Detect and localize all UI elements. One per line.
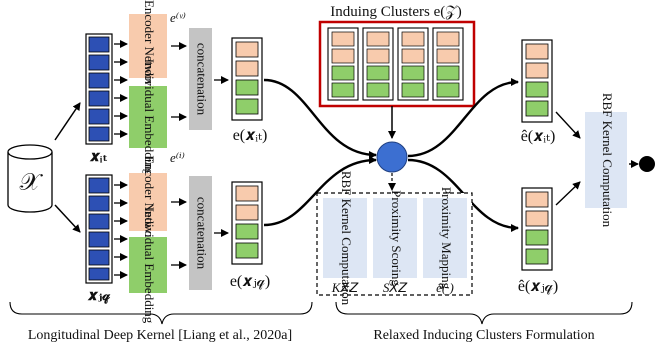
- scoring-symbol: S𝘟𝘡: [383, 280, 408, 295]
- output-stack-jq: [521, 187, 553, 271]
- arrow-dataset-top: [54, 102, 81, 141]
- encoder-box-top: [129, 14, 167, 78]
- concat-box-top: [189, 28, 212, 130]
- concat-label-bottom: concatenation: [195, 197, 210, 270]
- concat-arrows: [171, 42, 229, 269]
- label-ehat-jq: ê(𝒙ⱼ𝓆): [518, 278, 558, 295]
- encoder-box-bottom: [129, 173, 167, 231]
- aggregation-node: [376, 141, 408, 173]
- rbf-box-final: [585, 112, 627, 208]
- concat-box-bottom: [189, 176, 212, 290]
- dataset-cylinder: 𝒳: [7, 144, 53, 213]
- scoring-box: [373, 198, 417, 278]
- embedding-box-bottom: [129, 237, 167, 293]
- mapping-symbol: ê(·): [436, 280, 454, 295]
- output-dot: [639, 156, 655, 172]
- input-stack-jq: [85, 174, 113, 284]
- embedding-stack-it: [231, 37, 263, 121]
- rbf-box-inner: [323, 198, 367, 278]
- brace-right: [335, 301, 633, 325]
- embedding-label-top: Individual Embedding: [142, 59, 157, 176]
- footer-left-label: Longitudinal Deep Kernel [Liang et al., …: [28, 328, 292, 343]
- rbf-symbol: K𝘟𝘡: [331, 280, 360, 295]
- rbf-label-inner: RBF Kernel Computation: [339, 171, 354, 306]
- dataset-symbol: 𝒳: [20, 170, 44, 196]
- label-e-jq: e(𝒙ⱼ𝓆): [230, 273, 270, 290]
- arrow-dataset-bottom: [54, 204, 81, 233]
- label-ehat-it: ê(𝒙ᵢₜ): [521, 128, 556, 145]
- clusters-title: Induing Clusters e(𝒵): [330, 4, 461, 20]
- label-e-it: e(𝒙ᵢₜ): [233, 127, 268, 144]
- ei-label: e⁽ⁱ⁾: [170, 150, 185, 165]
- scoring-label: Proximity Scoring: [389, 190, 404, 286]
- flow-curves: [263, 78, 519, 232]
- rbf-label-final: RBF Kernel Computation: [600, 93, 615, 228]
- output-stack-it: [521, 39, 553, 123]
- label-x-it: 𝒙ᵢₜ: [89, 149, 108, 165]
- mapping-label: Proximity Mapping: [439, 187, 454, 290]
- input-arrows: [114, 40, 128, 279]
- encoder-label-top: Encoder Network: [142, 0, 157, 93]
- encoder-label-bottom: Encoder Network: [142, 156, 157, 249]
- mapping-box: [423, 198, 467, 278]
- brace-left: [9, 301, 313, 325]
- footer-right-label: Relaxed Inducing Clusters Formulation: [373, 328, 594, 343]
- label-x-jq: 𝒙ⱼ𝓆: [87, 288, 111, 304]
- embedding-stack-jq: [231, 181, 263, 265]
- arrow-out-top: [555, 111, 581, 139]
- embedding-box-top: [129, 86, 167, 148]
- arrow-out-bottom: [555, 181, 581, 206]
- input-stack-it: [85, 33, 113, 145]
- ev-label: e⁽ᵛ⁾: [170, 10, 186, 25]
- embedding-label-bottom: Individual Embedding: [142, 207, 157, 324]
- concat-label-top: concatenation: [195, 43, 210, 116]
- cluster-columns: [327, 27, 464, 101]
